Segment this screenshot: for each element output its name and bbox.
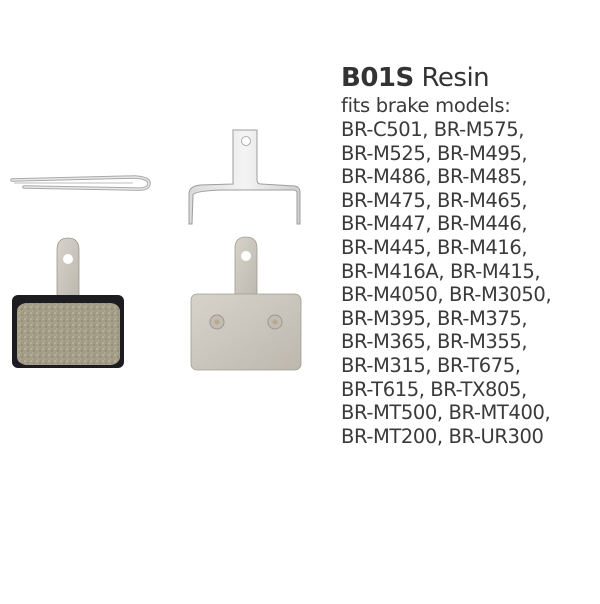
product-illustration [10, 129, 302, 371]
model-line: BR-M525, BR-M495, [341, 141, 528, 165]
product-title: B01S Resin [341, 63, 551, 93]
product-material: Resin [421, 63, 490, 93]
model-line: BR-MT200, BR-UR300 [341, 424, 544, 448]
pad-spring-icon [188, 129, 301, 225]
model-line: BR-M4050, BR-M3050, [341, 283, 552, 307]
brake-pad-back-icon [190, 236, 302, 371]
model-line: BR-M395, BR-M375, [341, 306, 528, 330]
model-line: BR-M416A, BR-M415, [341, 259, 541, 283]
cotter-pin-icon [10, 175, 151, 191]
product-code: B01S [341, 63, 414, 93]
model-line: BR-M475, BR-M465, [341, 188, 528, 212]
compatibility-heading: fits brake models: [341, 94, 511, 117]
product-description: B01S Resin fits brake models: BR-C501, B… [341, 63, 552, 448]
model-line: BR-T615, BR-TX805, [341, 377, 527, 401]
compatible-models-list: BR-C501, BR-M575, BR-M525, BR-M495, BR-M… [341, 118, 552, 448]
model-line: BR-MT500, BR-MT400, [341, 401, 551, 425]
model-line: BR-M365, BR-M355, [341, 330, 528, 354]
model-line: BR-C501, BR-M575, [341, 118, 525, 141]
brake-pad-front-icon [12, 237, 124, 368]
model-line: BR-M486, BR-M485, [341, 165, 528, 189]
model-line: BR-M447, BR-M446, [341, 212, 528, 236]
model-line: BR-M315, BR-T675, [341, 353, 521, 377]
model-line: BR-M445, BR-M416, [341, 235, 528, 259]
